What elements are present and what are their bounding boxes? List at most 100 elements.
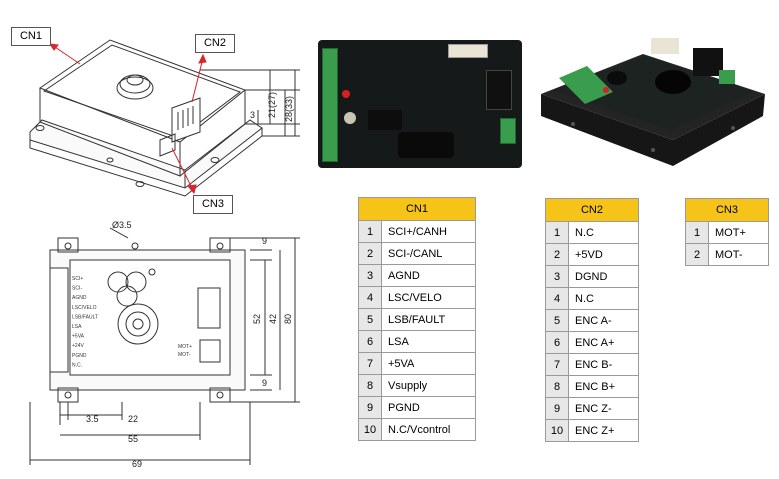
inductor [398,132,454,158]
cn1-pin-number: 8 [358,374,382,397]
plan-view-drawing: Ø3.5 9 9 52 42 80 3.5 22 55 69 SCI+SCI-A… [29,220,300,469]
dim-80: 80 [283,314,293,324]
dim-22: 22 [128,414,138,424]
dim-9b: 9 [262,378,267,388]
plan-terminal-label: +24V [72,343,84,349]
dim-42: 42 [268,314,278,324]
dim-3: 3 [250,110,255,120]
cn2-pin-signal: ENC B- [568,353,639,376]
cn1-pin-signal: LSA [381,330,476,353]
cn2-pin-number: 9 [545,397,569,420]
cn1-pin-number: 4 [358,286,382,309]
cn1-pin-number: 9 [358,396,382,419]
plan-terminal-label: N.C. [72,362,82,368]
cn2-pin-number: 10 [545,419,569,442]
plan-terminal-label: SCI+ [72,276,83,282]
cn2-pin-number: 2 [545,243,569,266]
cn2-pin-number: 4 [545,287,569,310]
plan-motor-label: MOT- [178,352,191,358]
callout-cn3: CN3 [193,195,233,214]
cn1-pin-signal: AGND [381,264,476,287]
cn1-pin-number: 2 [358,242,382,265]
cn1-pin-number: 7 [358,352,382,375]
cn3-pin-signal: MOT+ [708,221,769,244]
cn2-pin-signal: ENC Z- [568,397,639,420]
cn2-row: 2+5VD [545,243,639,266]
cn2-pin-signal: ENC Z+ [568,419,639,442]
plan-terminal-label: AGND [72,295,87,301]
plan-terminal-label: SCI- [72,286,82,292]
pin-header [486,70,512,110]
cn2-pin-signal: ENC A- [568,309,639,332]
ic-chip [368,110,402,130]
cn1-pin-signal: PGND [381,396,476,419]
plan-terminal-label: PGND [72,353,87,359]
cn2-pin-number: 6 [545,331,569,354]
cn1-pin-number: 5 [358,308,382,331]
dim-21: 21(27) [267,92,277,118]
cn1-pin-number: 3 [358,264,382,287]
cn2-pin-signal: N.C [568,221,639,244]
cn3-pin-number: 1 [685,221,709,244]
cn1-pin-signal: Vsupply [381,374,476,397]
cn3-pin-signal: MOT- [708,243,769,266]
cn2-table-title: CN2 [545,198,639,222]
plan-terminal-label: LSC/VELO [72,305,97,311]
callout-cn2: CN2 [195,34,235,53]
led-icon [342,90,350,98]
dim-9a: 9 [262,236,267,246]
terminal-block [322,48,338,162]
callout-cn1: CN1 [11,27,51,46]
plan-terminal-label: LSA [72,324,82,330]
dim-55: 55 [128,434,138,444]
cn2-header [448,44,488,58]
cn1-row: 7+5VA [358,352,476,375]
cn1-pin-signal: SCI+/CANH [381,220,476,243]
cn1-pin-number: 6 [358,330,382,353]
cn2-pin-number: 1 [545,221,569,244]
cn2-pin-number: 7 [545,353,569,376]
cn1-pin-signal: LSC/VELO [381,286,476,309]
cn1-pin-signal: LSB/FAULT [381,308,476,331]
cn2-pin-signal: DGND [568,265,639,288]
dim-52: 52 [252,314,262,324]
plan-terminal-label: +5VA [72,334,85,340]
cn1-table-title: CN1 [358,197,476,221]
plan-motor-label: MOT+ [178,344,192,350]
mot-terminal [500,118,516,144]
cn2-pin-number: 3 [545,265,569,288]
cn1-pin-number: 1 [358,220,382,243]
dim-3-5: 3.5 [86,414,99,424]
plan-terminal-label: LSB/FAULT [72,314,98,320]
board-photo-angled [533,30,773,170]
dim-69: 69 [132,459,142,469]
cn2-pin-signal: +5VD [568,243,639,266]
cn1-pin-signal: +5VA [381,352,476,375]
cn3-pin-number: 2 [685,243,709,266]
cn2-pin-signal: N.C [568,287,639,310]
cn2-pin-number: 5 [545,309,569,332]
isometric-drawing: 3 21(27) 28(33) [29,39,300,197]
cn2-pin-signal: ENC A+ [568,331,639,354]
dim-28: 28(33) [284,96,294,122]
